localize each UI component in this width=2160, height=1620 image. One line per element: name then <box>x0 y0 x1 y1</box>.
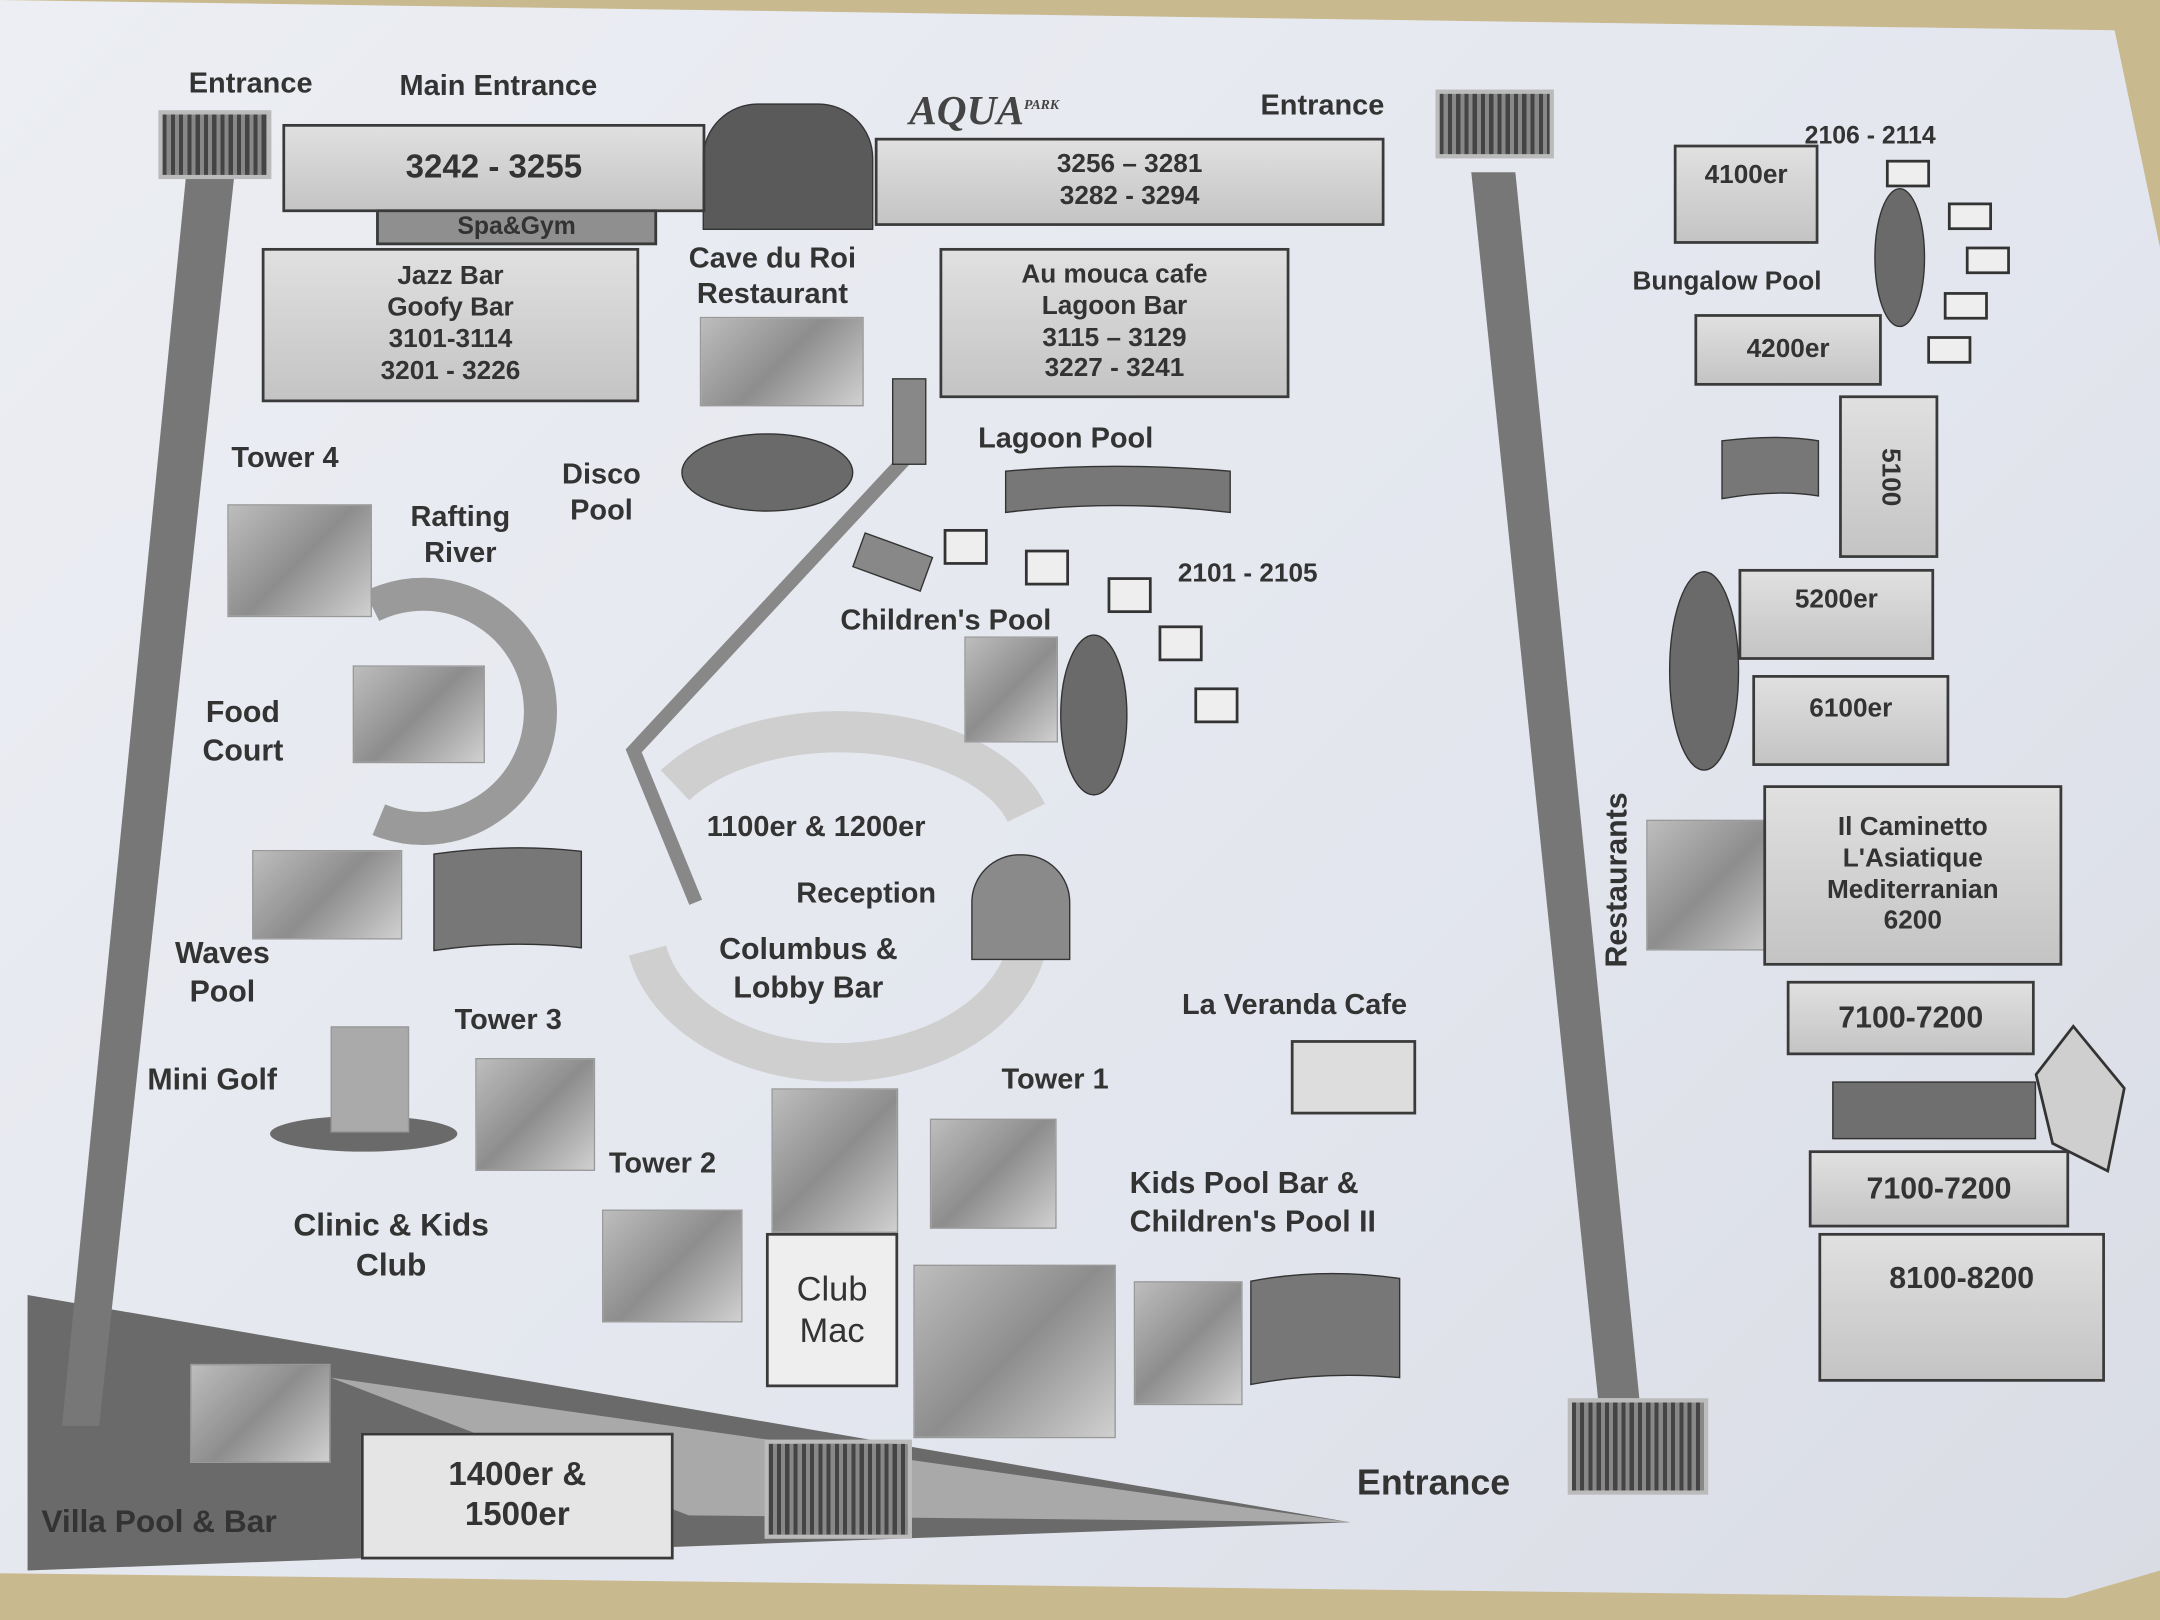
entrance-label: Entrance <box>188 67 313 100</box>
right-road <box>1471 172 1640 1399</box>
pool-5200 <box>1668 571 1740 771</box>
block-1100-1200-label: 1100er & 1200er <box>706 811 926 844</box>
rafting-river <box>364 577 557 845</box>
entrance-label: Entrance <box>1356 1461 1511 1503</box>
block-5200: 5200er <box>1738 568 1935 660</box>
block-4100: 4100er <box>1673 144 1819 244</box>
villa-pool-bar-label: Villa Pool & Bar <box>41 1502 277 1539</box>
waves-pool-image <box>252 849 403 940</box>
mini-golf-label: Mini Golf <box>147 1062 278 1097</box>
houses-2101-2105-label: 2101 - 2105 <box>1177 559 1318 589</box>
gate-icon-bottom <box>764 1439 912 1539</box>
tower3-label: Tower 3 <box>454 1004 562 1036</box>
bungalow-pool <box>1874 188 1926 328</box>
block-3242-3255: 3242 - 3255 <box>282 123 706 213</box>
walkway-branch <box>852 532 934 593</box>
tower4-label: Tower 4 <box>231 442 339 474</box>
kid-slide-image <box>964 636 1058 743</box>
columbus-lobby-bar-label: Columbus &Lobby Bar <box>719 931 898 1004</box>
food-court-image <box>352 665 485 764</box>
kids-swimming-image <box>913 1264 1116 1439</box>
left-road <box>61 176 235 1426</box>
block-1400-1500: 1400er &1500er <box>360 1432 674 1560</box>
lobby-arc <box>628 945 1045 1082</box>
villa-pool-image <box>190 1363 331 1464</box>
childrens-pool-label: Children's Pool <box>840 604 1052 637</box>
block-7100-7200-a: 7100-7200 <box>1786 980 2035 1056</box>
bungalow-icons <box>943 159 2010 724</box>
gate-icon-bottom-right <box>1567 1398 1709 1495</box>
block-8100-8200: 8100-8200 <box>1818 1232 2105 1382</box>
tower1-waterslide-image <box>929 1118 1057 1229</box>
dark-building <box>1832 1081 2037 1140</box>
kid-slide-image-2 <box>1133 1281 1243 1406</box>
reception-label: Reception <box>796 877 937 910</box>
arch-building-icon <box>702 103 874 231</box>
mini-golf-green <box>270 1115 458 1152</box>
kids-pool-ii <box>1250 1272 1401 1386</box>
main-entrance-label: Main Entrance <box>399 70 598 102</box>
block-6100: 6100er <box>1752 675 1950 766</box>
tower4-waterslide-image <box>227 504 372 618</box>
spa-gym: Spa&Gym <box>376 209 658 246</box>
tower1-label: Tower 1 <box>1001 1063 1109 1096</box>
walkway-end <box>891 378 927 465</box>
la-veranda-cafe-label: La Veranda Cafe <box>1181 989 1408 1021</box>
gate-icon-top-right <box>1435 89 1554 159</box>
restaurants-couple-image <box>1646 819 1780 951</box>
tower2-waterslide-image <box>602 1209 743 1323</box>
lagoon-pool <box>1004 465 1231 514</box>
block-7100-7200-b: 7100-7200 <box>1808 1150 2070 1228</box>
childrens-pool <box>1060 634 1128 796</box>
aqua-park-logo: AQUAPARK <box>909 88 1060 134</box>
lagoon-pool-label: Lagoon Pool <box>978 422 1154 455</box>
entrance-label: Entrance <box>1260 89 1385 122</box>
block-1100-arc <box>660 711 1045 823</box>
club-mac-couple-image <box>771 1088 899 1233</box>
pentagon-building <box>2034 1024 2126 1173</box>
tower3-waterslide-image <box>475 1057 596 1171</box>
bungalow-pool-label: Bungalow Pool <box>1632 267 1822 297</box>
pool-5100-flag <box>1721 436 1820 500</box>
walkway <box>625 449 915 905</box>
gate-icon-top-left <box>158 110 272 180</box>
disco-pool <box>681 433 854 512</box>
houses-2106-2114-label: 2106 - 2114 <box>1804 121 1936 149</box>
kids-pool-bar-label: Kids Pool Bar &Children's Pool II <box>1129 1165 1376 1238</box>
block-4200: 4200er <box>1694 314 1882 386</box>
tower2-label: Tower 2 <box>608 1147 717 1180</box>
block-5100: 5100 <box>1839 395 1939 558</box>
la-veranda-cafe-box <box>1290 1040 1417 1115</box>
restaurant-couple-image <box>699 316 864 407</box>
restaurants-label: Restaurants <box>1599 792 1634 968</box>
golfer-image <box>330 1026 410 1133</box>
reception-dome-icon <box>971 854 1071 961</box>
waves-pool <box>433 847 583 952</box>
